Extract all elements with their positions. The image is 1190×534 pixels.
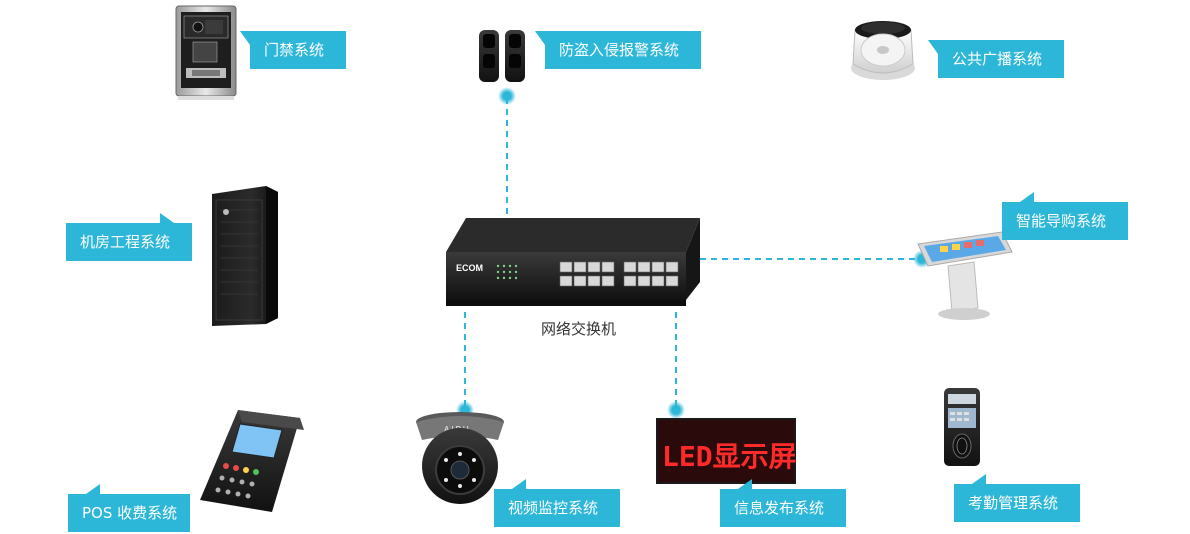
attendance-terminal-icon xyxy=(944,388,980,466)
label-server-room: 机房工程系统 xyxy=(66,213,192,261)
label-public-broadcast-text: 公共广播系统 xyxy=(952,50,1043,68)
label-intrusion-alarm: 防盗入侵报警系统 xyxy=(535,31,701,69)
label-video-surveillance: 视频监控系统 xyxy=(494,479,620,527)
label-pos: POS 收费系统 xyxy=(68,484,190,532)
label-info-release-text: 信息发布系统 xyxy=(734,499,825,517)
connectors xyxy=(464,98,920,410)
label-smart-guide: 智能导购系统 xyxy=(1002,192,1128,240)
label-access-control: 门禁系统 xyxy=(240,31,346,69)
label-attendance-text: 考勤管理系统 xyxy=(968,494,1059,512)
label-video-surveillance-text: 视频监控系统 xyxy=(508,499,599,517)
led-sign-text: LED显示屏 xyxy=(662,440,797,473)
label-intrusion-alarm-text: 防盗入侵报警系统 xyxy=(559,41,680,59)
kiosk-icon xyxy=(917,231,1013,320)
label-smart-guide-text: 智能导购系统 xyxy=(1016,212,1107,230)
server-rack-icon xyxy=(212,186,278,326)
pos-terminal-icon xyxy=(200,410,304,512)
network-switch-icon: ECOM xyxy=(446,218,700,306)
switch-caption: 网络交换机 xyxy=(541,320,617,338)
door-intercom-icon xyxy=(175,5,237,100)
label-access-control-text: 门禁系统 xyxy=(264,41,325,59)
label-public-broadcast: 公共广播系统 xyxy=(928,40,1064,78)
label-server-room-text: 机房工程系统 xyxy=(80,233,171,251)
label-attendance: 考勤管理系统 xyxy=(954,474,1080,522)
ceiling-speaker-icon xyxy=(851,21,915,80)
led-sign-icon: LED显示屏 xyxy=(656,418,797,484)
switch-brand: ECOM xyxy=(456,263,483,273)
switch-ports xyxy=(559,261,679,287)
label-info-release: 信息发布系统 xyxy=(720,479,846,527)
dome-camera-icon: AIPU xyxy=(416,412,504,504)
label-pos-text: POS 收费系统 xyxy=(82,504,178,522)
alarm-detector-icon xyxy=(479,30,525,82)
